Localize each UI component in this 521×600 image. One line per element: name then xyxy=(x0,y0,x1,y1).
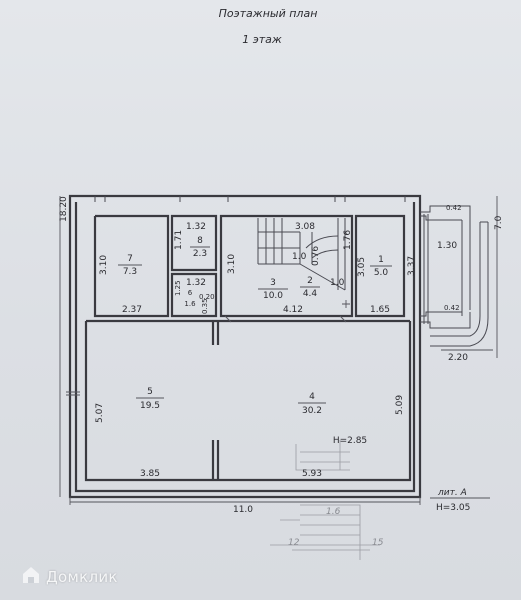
house-logo-icon xyxy=(22,566,40,588)
staircase xyxy=(257,218,346,291)
room-2-number: 2 xyxy=(307,276,313,286)
porch xyxy=(420,205,489,347)
room-7-area: 7.3 xyxy=(123,267,137,277)
dim-r4-height: 5.09 xyxy=(395,395,405,415)
interior-walls xyxy=(84,214,412,482)
dim-overall-height: 18.20 xyxy=(59,196,69,222)
dim-stair-width: 3.08 xyxy=(295,222,315,232)
outer-walls xyxy=(68,194,422,499)
room-4-area: 30.2 xyxy=(302,406,322,416)
brand-name: Домклик xyxy=(46,568,118,586)
dim-r3-height: 3.10 xyxy=(227,254,237,274)
dim-stair-1: 1.0 xyxy=(292,252,307,262)
room-labels: 7 7.3 8 2.3 6 1.6 3 10.0 2 4.4 1 5.0 5 1… xyxy=(118,236,392,416)
dim-r1-height-a: 3.05 xyxy=(357,257,367,277)
floor-label: 1 этаж xyxy=(242,33,282,46)
liter-label: лит. А xyxy=(437,488,467,498)
room-3-area: 10.0 xyxy=(263,291,283,301)
dim-r1-width: 1.65 xyxy=(370,305,390,315)
dim-r6-small-1: 0.20 xyxy=(199,293,215,301)
faint-mark-3: 15 xyxy=(372,538,384,548)
dim-r6-small-2: 0.35 xyxy=(201,298,209,314)
dim-stair-2: 0.76 xyxy=(311,246,321,266)
dim-porch-width: 2.20 xyxy=(448,353,468,363)
faint-mark-2: 12 xyxy=(288,538,300,548)
dimension-lines xyxy=(59,196,498,505)
dim-r5-height: 5.07 xyxy=(95,403,105,423)
dimension-values: 18.20 11.0 7.0 2.20 0.42 0.42 1.30 3.10 … xyxy=(59,196,504,515)
dim-porch-depth: 1.30 xyxy=(437,241,457,251)
liter-height: H=3.05 xyxy=(436,503,470,513)
room-4-number: 4 xyxy=(309,392,315,402)
room-5-number: 5 xyxy=(147,387,153,397)
plan-title: Поэтажный план xyxy=(219,7,318,20)
room-8-number: 8 xyxy=(197,236,203,246)
dim-r6-width: 1.32 xyxy=(186,278,206,288)
room-1-area: 5.0 xyxy=(374,268,389,278)
dim-r7-width: 2.37 xyxy=(122,305,142,315)
room-5-area: 19.5 xyxy=(140,401,160,411)
dim-r1-height-b: 3.37 xyxy=(407,256,417,276)
dim-r7-height: 3.10 xyxy=(99,255,109,275)
room-1-number: 1 xyxy=(378,255,384,265)
dim-stair-3: 1.76 xyxy=(343,230,353,250)
dim-porch-step-bottom: 0.42 xyxy=(444,304,460,312)
room-6-area: 1.6 xyxy=(184,300,196,308)
liter-stamp: лит. А H=3.05 xyxy=(430,488,490,513)
room-3-number: 3 xyxy=(270,278,276,288)
dim-right-total: 7.0 xyxy=(494,215,504,230)
room-2-area: 4.4 xyxy=(303,289,318,299)
dim-r5-width: 3.85 xyxy=(140,469,160,479)
room-8-area: 2.3 xyxy=(193,249,207,259)
brand-watermark: Домклик xyxy=(22,566,118,588)
room-7-number: 7 xyxy=(127,254,133,264)
dim-overall-width: 11.0 xyxy=(233,505,253,515)
dim-r6-height: 1.25 xyxy=(174,280,182,296)
dim-r4-width: 5.93 xyxy=(302,469,322,479)
dim-porch-step-top: 0.42 xyxy=(446,204,462,212)
dim-r3-width: 4.12 xyxy=(283,305,303,315)
faint-exterior-steps xyxy=(270,440,380,560)
dim-r8-height: 1.71 xyxy=(174,230,184,250)
dim-r8-width: 1.32 xyxy=(186,222,206,232)
ceiling-height: H=2.85 xyxy=(333,436,367,446)
room-6-number: 6 xyxy=(188,289,193,297)
dim-stair-4: 1.0 xyxy=(330,278,345,288)
faint-mark-1: 1.6 xyxy=(326,507,341,517)
